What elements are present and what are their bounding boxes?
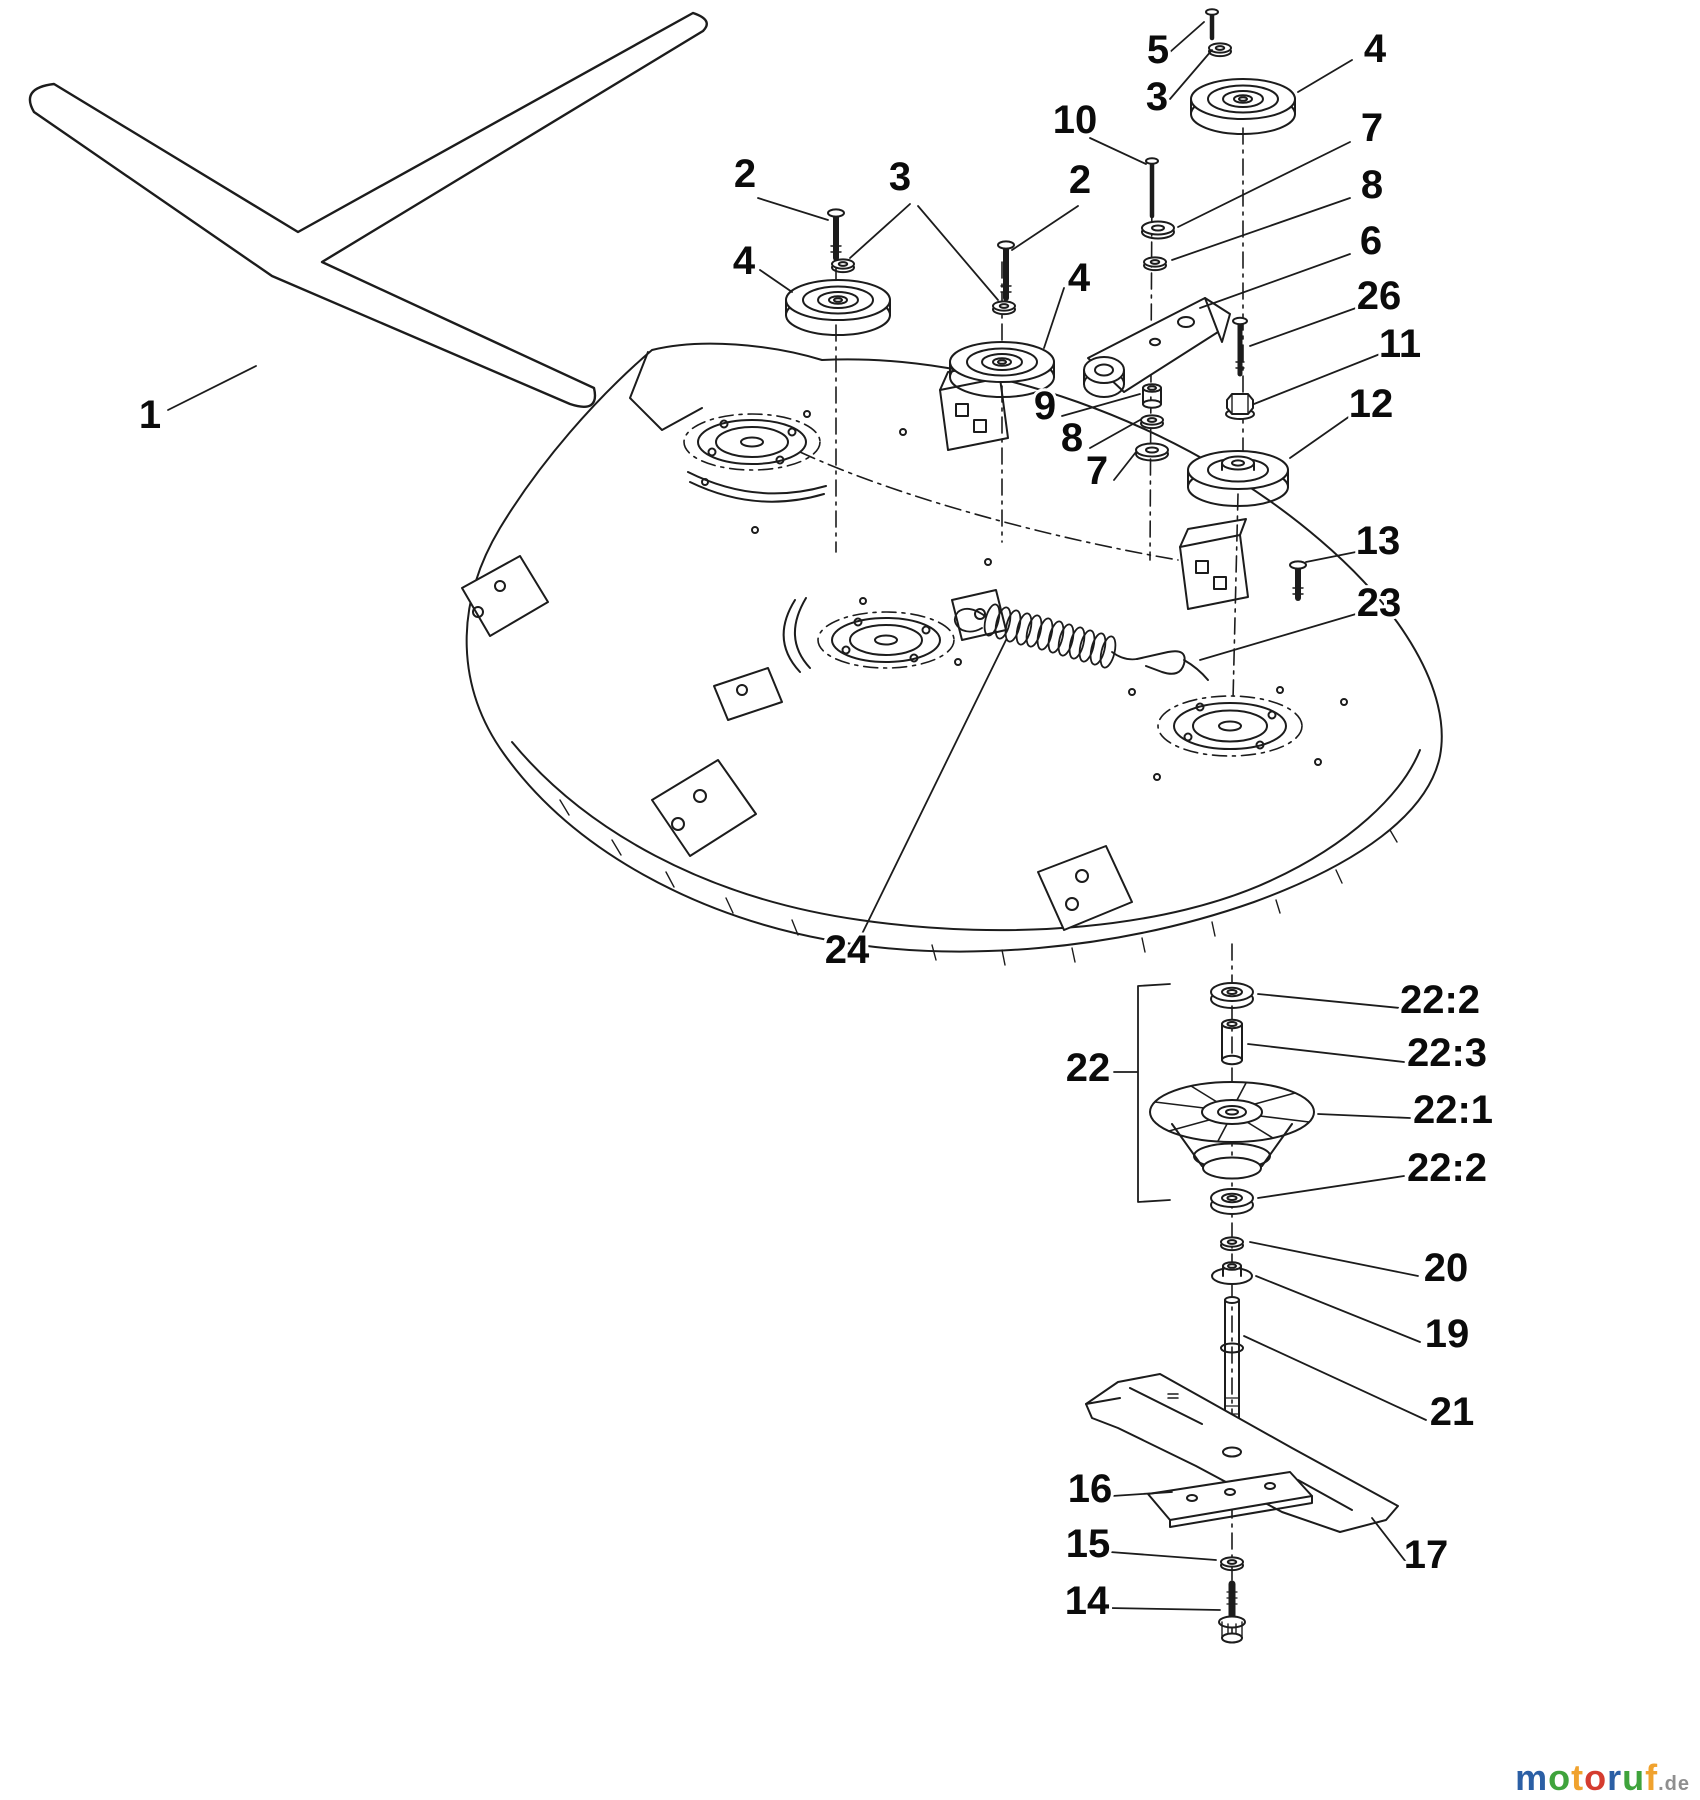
watermark-letter: o <box>1548 1757 1572 1798</box>
bolt-part-10 <box>1145 157 1159 219</box>
part-label-8-a: 8 <box>1361 163 1383 207</box>
flange-nut-part-11 <box>1225 393 1255 420</box>
idler-arm-part-6 <box>1083 297 1231 398</box>
part-label-2-b: 2 <box>1069 158 1091 202</box>
bolt-part-2-middle <box>997 240 1015 301</box>
part-label-11: 11 <box>1379 322 1421 366</box>
spindle-opening-right <box>1157 695 1303 757</box>
bearing-part-22-2-top <box>1210 982 1254 1009</box>
bolt-part-2-left <box>827 208 845 261</box>
drive-belt-part-1 <box>28 11 708 408</box>
washer-part-7-upper <box>1141 220 1175 240</box>
diagram-artwork <box>28 8 1443 1649</box>
watermark-suffix: .de <box>1658 1773 1690 1795</box>
part-label-4-b: 4 <box>733 239 756 283</box>
part-label-10: 10 <box>1053 98 1098 142</box>
washer-part-8-upper <box>1143 256 1167 272</box>
extension-spring-part-24 <box>953 603 1138 669</box>
part-label-12: 12 <box>1349 382 1394 426</box>
bearing-part-22-2-bottom <box>1210 1188 1254 1215</box>
part-label-3-a: 3 <box>889 155 911 199</box>
part-label-15: 15 <box>1066 1522 1111 1566</box>
part-label-13: 13 <box>1356 519 1401 563</box>
blade-stiffener-part-16 <box>1147 1471 1313 1528</box>
part-label-7-b: 7 <box>1086 449 1108 493</box>
part-label-9: 9 <box>1034 384 1056 428</box>
deck-holes <box>701 410 1348 781</box>
leader-lines <box>167 21 1427 1611</box>
part-label-26: 26 <box>1357 274 1402 318</box>
part-label-22-2-a: 22:2 <box>1400 978 1480 1022</box>
step-washer-part-19 <box>1211 1261 1253 1285</box>
part-label-2-a: 2 <box>734 152 756 196</box>
blade-bolt-part-14 <box>1218 1580 1246 1644</box>
watermark-letter: u <box>1622 1757 1646 1798</box>
part-label-19: 19 <box>1425 1312 1470 1356</box>
part-label-17: 17 <box>1404 1533 1449 1577</box>
bolt-part-26 <box>1232 316 1248 377</box>
part-label-21: 21 <box>1430 1390 1475 1434</box>
bolt-part-13 <box>1289 560 1307 601</box>
washer-part-8-lower <box>1140 414 1164 430</box>
spring-link-part-23 <box>1136 650 1209 681</box>
part-label-4-c: 4 <box>1068 256 1091 300</box>
idler-pulley-part-4-left <box>785 279 891 336</box>
watermark-motoruf: motoruf.de <box>1515 1760 1690 1796</box>
watermark-letter: m <box>1515 1757 1549 1798</box>
part-22-bracket <box>1113 983 1171 1203</box>
part-label-16: 16 <box>1068 1467 1113 1511</box>
belt-route-phantom-line <box>799 451 1179 561</box>
washer-part-3-middle <box>992 300 1016 316</box>
deck-slot <box>782 597 811 673</box>
deck-top-notch <box>629 351 703 431</box>
deck-rim-hatching <box>559 799 1398 966</box>
spindle-opening-left <box>683 413 821 471</box>
belt-guide-brackets <box>939 361 1249 610</box>
part-label-24: 24 <box>825 928 870 972</box>
spacer-part-9 <box>1142 383 1162 409</box>
part-label-14: 14 <box>1065 1579 1110 1623</box>
part-label-20: 20 <box>1424 1246 1469 1290</box>
part-label-3-b: 3 <box>1146 75 1168 119</box>
watermark-letter: o <box>1584 1757 1608 1798</box>
watermark-letter: f <box>1645 1757 1659 1798</box>
idler-pulley-part-4-top <box>1190 78 1296 135</box>
part-label-6: 6 <box>1360 219 1382 263</box>
spindle-opening-middle <box>817 611 955 669</box>
part-label-22-2-b: 22:2 <box>1407 1146 1487 1190</box>
part-label-23: 23 <box>1357 581 1402 625</box>
spindle-housing-part-22-1 <box>1149 1081 1315 1180</box>
part-label-1: 1 <box>139 393 161 437</box>
washer-part-3-left <box>831 258 855 274</box>
part-label-8-b: 8 <box>1061 416 1083 460</box>
watermark-letter: t <box>1571 1757 1585 1798</box>
spring-anchor-bracket <box>951 589 1007 641</box>
part-label-4-a: 4 <box>1364 27 1387 71</box>
deck-mounting-brackets <box>461 555 1133 931</box>
part-label-22-1: 22:1 <box>1413 1088 1493 1132</box>
watermark-letter: r <box>1607 1757 1623 1798</box>
bolt-part-5 <box>1205 8 1219 41</box>
mower-blade-part-17 <box>1085 1373 1399 1533</box>
spacer-part-22-3 <box>1221 1018 1243 1066</box>
pulley-part-12 <box>1187 450 1289 507</box>
part-label-5: 5 <box>1147 28 1169 72</box>
part-label-22-3: 22:3 <box>1407 1031 1487 1075</box>
part-label-22: 22 <box>1066 1046 1111 1090</box>
part-label-7-a: 7 <box>1361 106 1383 150</box>
alignment-centerlines <box>835 127 1244 1649</box>
